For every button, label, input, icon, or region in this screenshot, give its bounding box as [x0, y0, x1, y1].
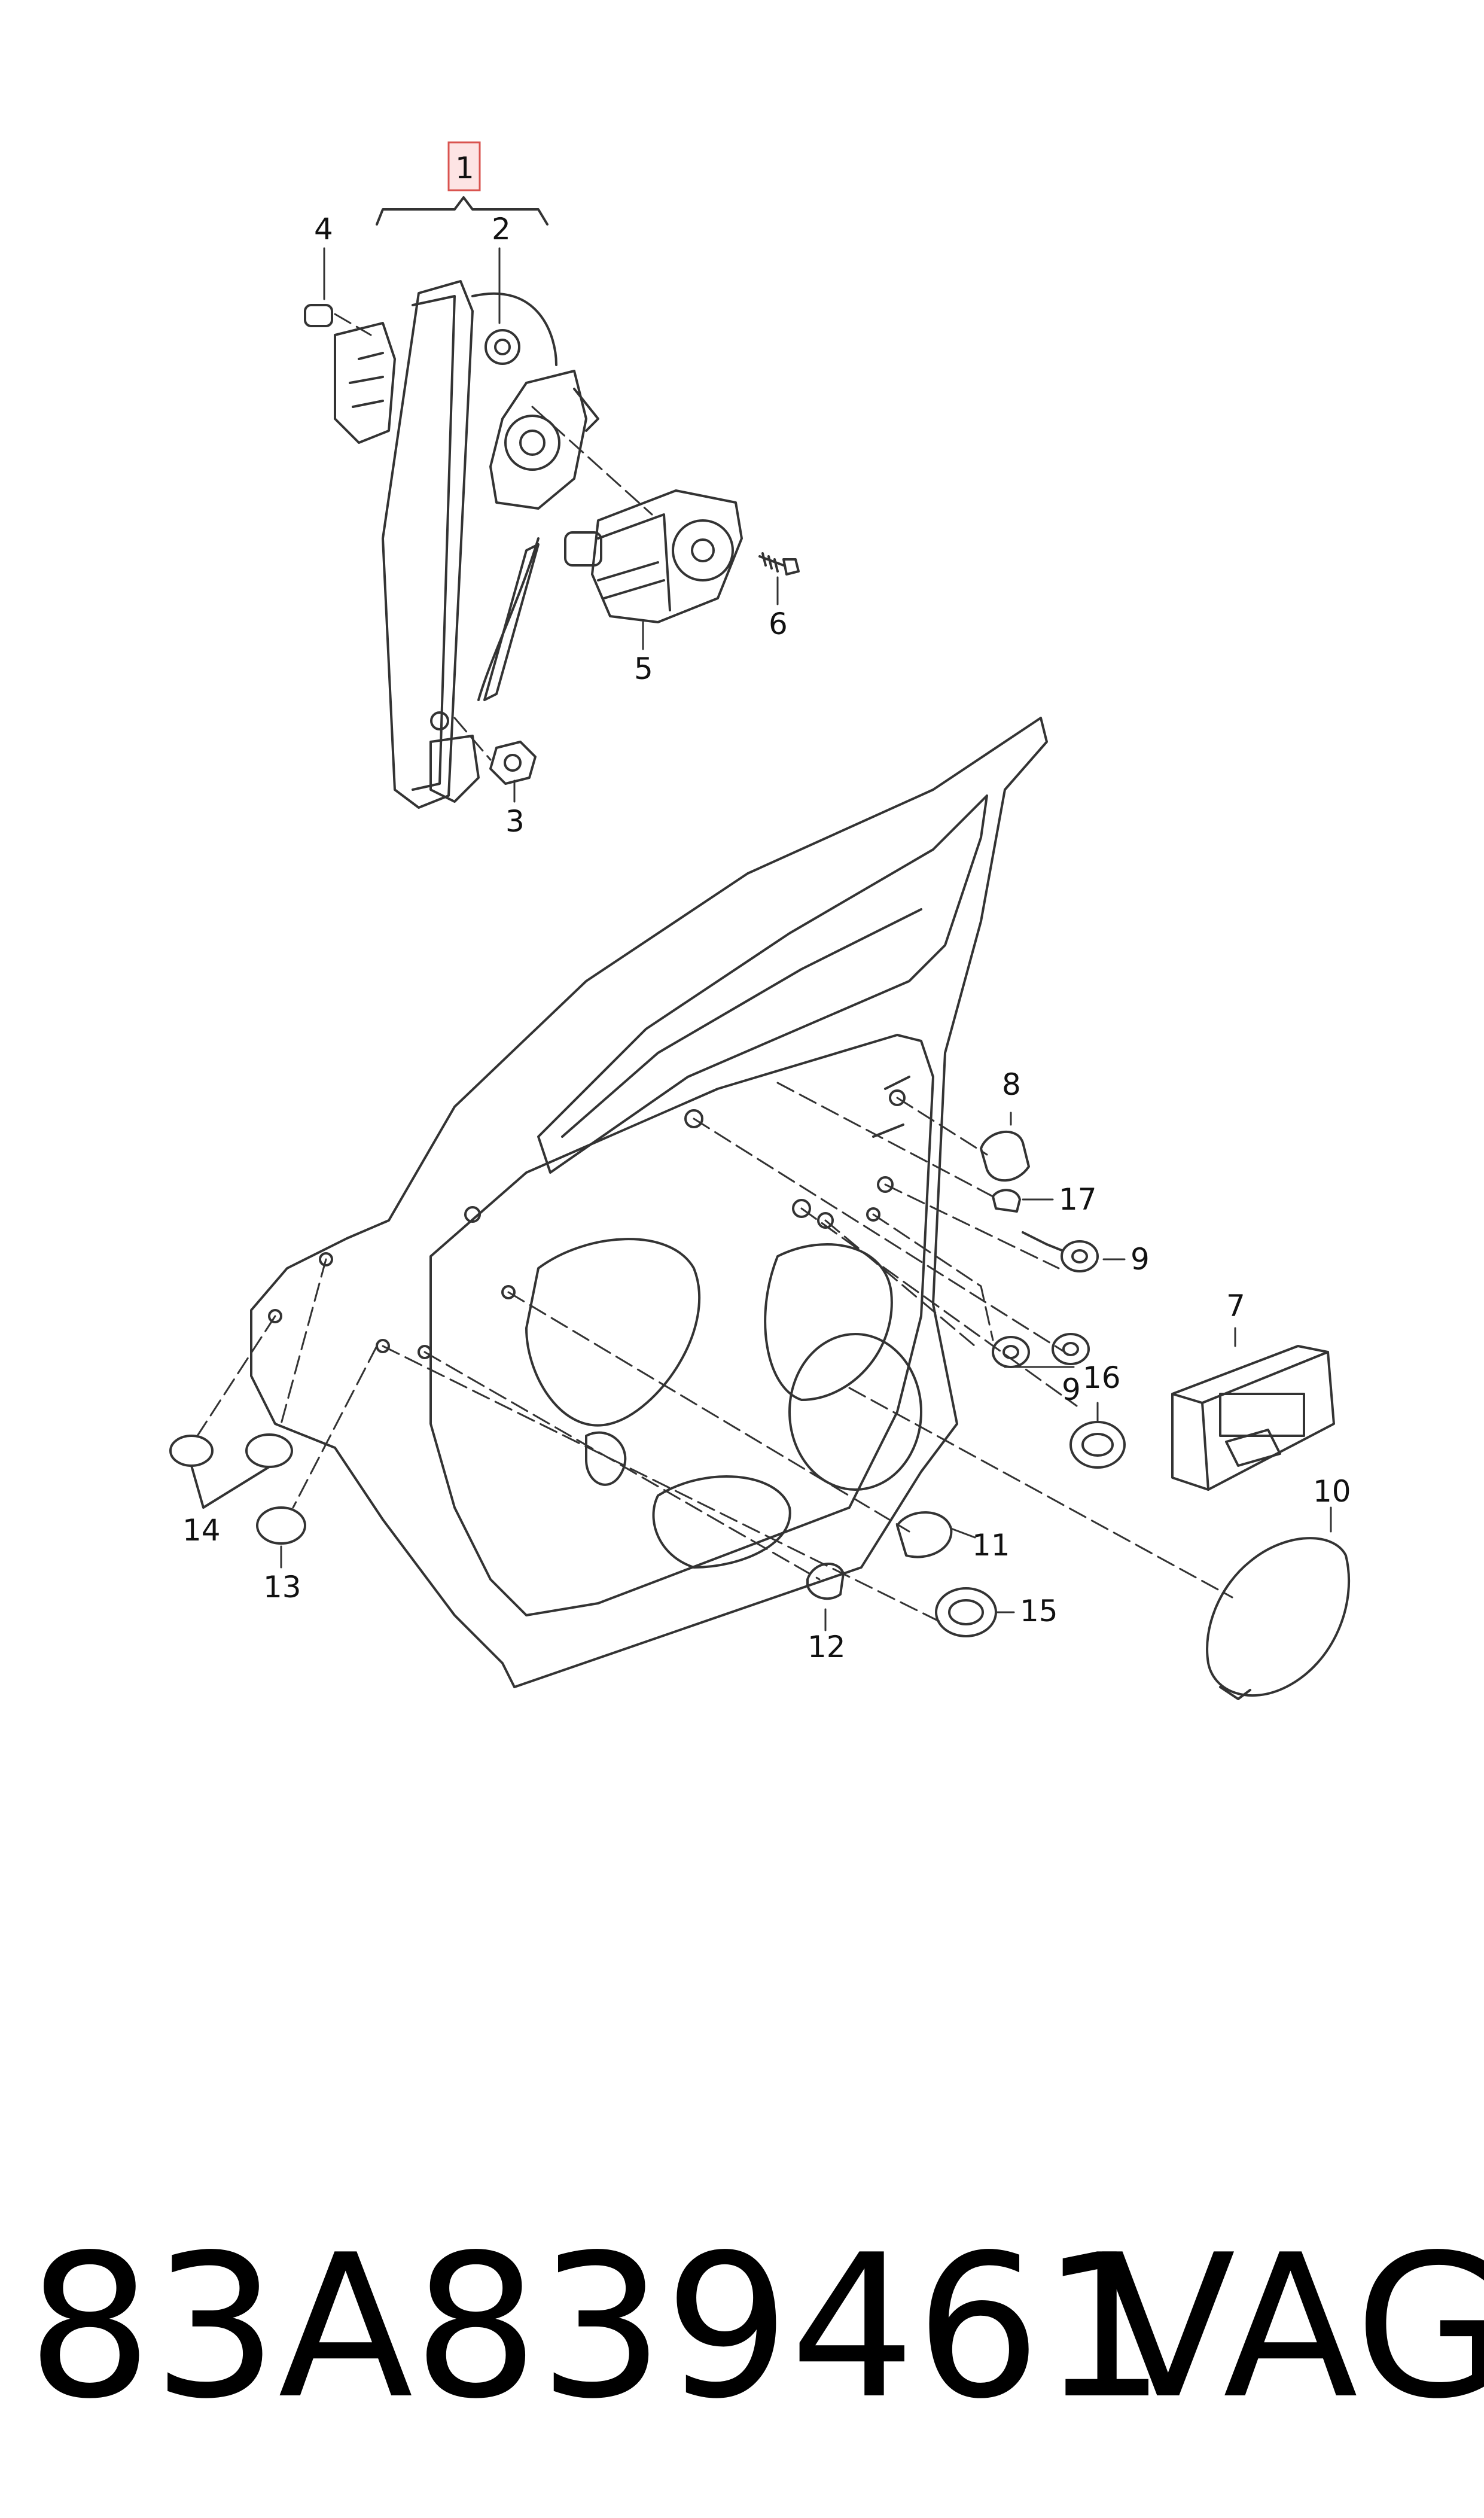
- label-part-9-lower: 9: [1062, 1372, 1081, 1407]
- label-part-8: 8: [1002, 1067, 1021, 1102]
- screw-6: [758, 552, 800, 576]
- label-part-17: 17: [1059, 1182, 1097, 1217]
- part-number: 83A839461: [27, 2212, 1167, 2442]
- label-part-1: 1: [455, 151, 474, 185]
- label-part-11: 11: [972, 1528, 1010, 1563]
- label-part-14: 14: [182, 1513, 221, 1548]
- label-part-5: 5: [634, 651, 653, 686]
- clip-17: [992, 1189, 1021, 1213]
- leader-lines: [196, 313, 1233, 1622]
- plugs-14: [169, 1433, 293, 1509]
- door-inner-panel: [250, 717, 1048, 1688]
- label-part-15: 15: [1020, 1594, 1058, 1628]
- window-regulator-assembly: [304, 196, 599, 809]
- footer: 83A839461 VAG: [0, 2208, 1484, 2447]
- window-motor: [564, 489, 743, 623]
- plug-13: [256, 1506, 306, 1545]
- cover-10: [1206, 1537, 1351, 1700]
- label-part-7: 7: [1226, 1289, 1245, 1323]
- label-part-16: 16: [1083, 1360, 1121, 1395]
- part-labels: 1 2 3 4 5 6 7 8 9 9 10 11 12 13 14 15 16…: [182, 151, 1351, 1664]
- seal-16: [1069, 1421, 1126, 1469]
- label-part-4: 4: [314, 212, 333, 246]
- door-control-unit-7: [1171, 1345, 1335, 1491]
- label-part-13: 13: [263, 1570, 301, 1604]
- label-part-9-upper: 9: [1130, 1242, 1150, 1277]
- exploded-parts-diagram: 1 2 3 4 5 6 7 8 9 9 10 11 12 13 14 15 16…: [169, 141, 1351, 1700]
- label-part-10: 10: [1313, 1474, 1351, 1509]
- label-ticks: [280, 247, 1332, 1631]
- label-part-12: 12: [807, 1630, 846, 1664]
- grommet-9-upper: [1022, 1231, 1099, 1272]
- label-part-2: 2: [492, 212, 511, 246]
- part-1-highlight: [447, 141, 481, 191]
- seal-15: [935, 1587, 997, 1637]
- label-part-6: 6: [769, 607, 788, 641]
- plug-12: [806, 1563, 845, 1600]
- grommet-9-lower: [992, 1333, 1090, 1368]
- plug-11: [896, 1511, 953, 1558]
- brand-name: VAG: [1101, 2212, 1484, 2442]
- label-part-3: 3: [505, 804, 525, 839]
- plug-8: [980, 1131, 1030, 1182]
